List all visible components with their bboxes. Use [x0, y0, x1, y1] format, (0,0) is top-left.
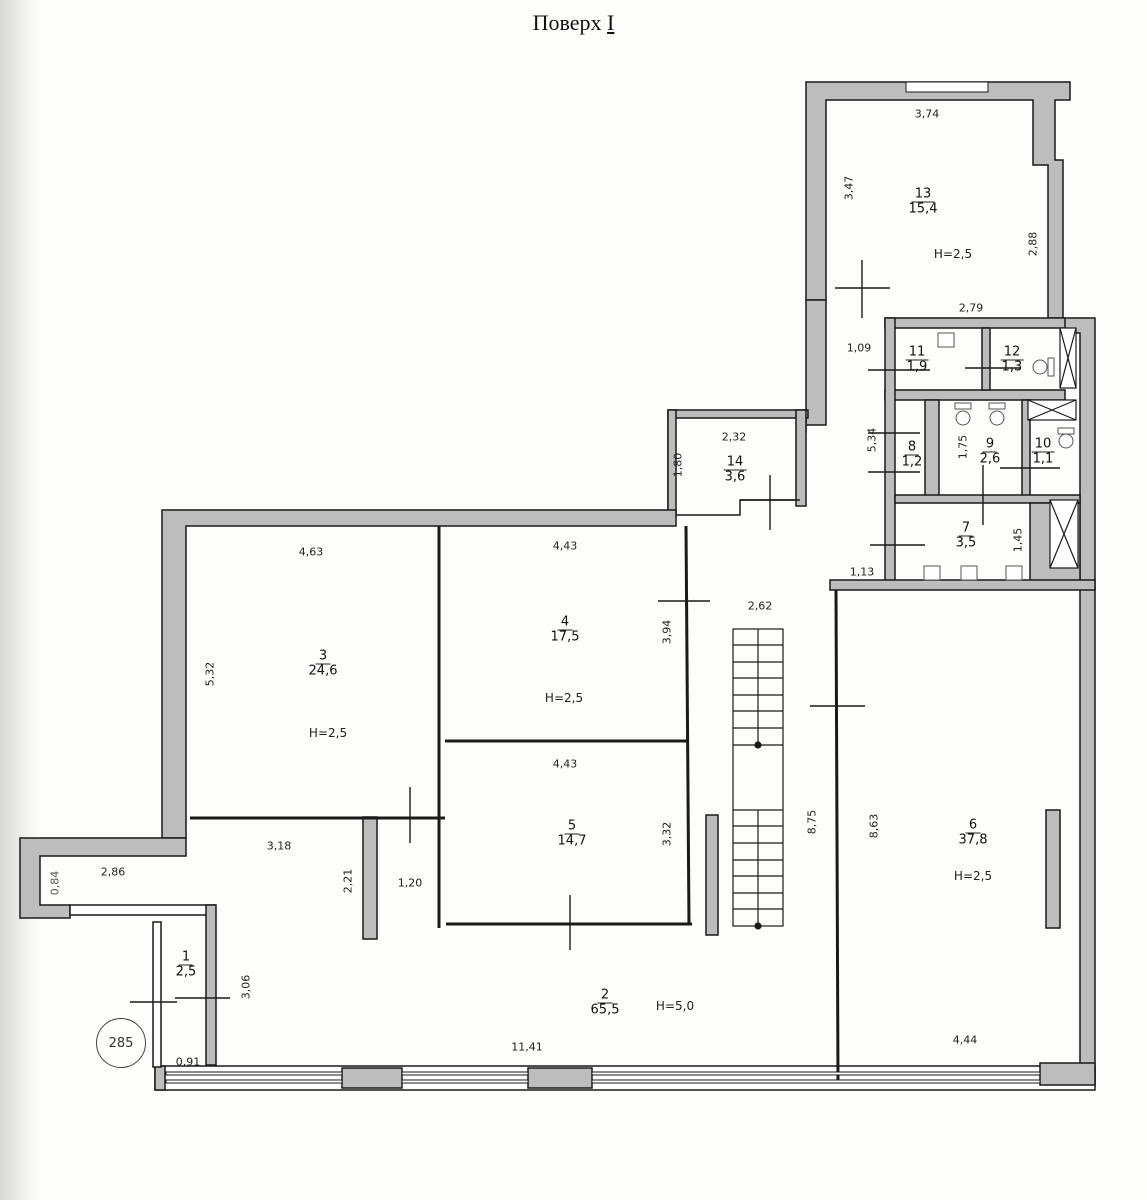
room-12-label: 12 1,3 — [1000, 344, 1024, 375]
dim-r3-left: 5,32 — [203, 661, 217, 687]
room-14-label: 14 3,6 — [723, 454, 747, 485]
room-2-height: H=5,0 — [655, 999, 695, 1013]
title-floor-number: I — [607, 10, 615, 35]
window — [165, 1071, 343, 1076]
dim-r2-niche-width: 1,20 — [397, 876, 423, 890]
sink-icon — [923, 332, 1023, 581]
wall-bottom-exterior — [154, 1065, 1096, 1091]
dim-r13-right: 2,88 — [1026, 231, 1040, 257]
room-3-label: 3 24,6 — [308, 648, 338, 679]
dim-r13-left: 3,47 — [842, 175, 856, 201]
room-13-height: H=2,5 — [933, 247, 973, 261]
dim-r2-bottom: 11,41 — [511, 1040, 543, 1054]
room-9-label: 9 2,6 — [979, 436, 1001, 467]
dim-entry-top: 2,86 — [100, 865, 126, 879]
wall-entry — [19, 837, 187, 919]
dim-r9-side: 1,75 — [956, 434, 970, 460]
room-4-height: H=2,5 — [544, 691, 584, 705]
toilet-icon — [954, 357, 1075, 449]
dim-corridor-upper: 1,09 — [846, 341, 872, 355]
dim-r2-top: 3,18 — [266, 839, 292, 853]
dim-r1-right: 3,06 — [239, 974, 253, 1000]
room-2-label: 2 65,5 — [590, 987, 620, 1018]
dim-r2-niche-height: 2,21 — [341, 868, 355, 894]
room-10-label: 10 1,1 — [1031, 436, 1055, 467]
column — [1045, 809, 1061, 929]
room-13-label: 13 15,4 — [908, 186, 938, 217]
dim-r14-top: 2,32 — [721, 430, 747, 444]
dim-r6-bottom: 4,44 — [952, 1033, 978, 1047]
dim-r13-bottom: 2,79 — [958, 301, 984, 315]
dim-entry-left: 0,84 — [48, 870, 62, 896]
title-prefix: Поверх — [532, 10, 602, 35]
dim-r4-right: 3,94 — [660, 619, 674, 645]
room-5-label: 5 14,7 — [557, 818, 587, 849]
dim-r3-top: 4,63 — [298, 545, 324, 559]
room-4-label: 4 17,5 — [550, 614, 580, 645]
dim-r14-left: 1,80 — [671, 452, 685, 478]
room-6-height: H=2,5 — [953, 869, 993, 883]
wall-corridor-left — [805, 299, 827, 426]
page-binding-shadow — [0, 0, 40, 1200]
ventilation-shaft — [1027, 327, 1079, 569]
staircase — [732, 628, 784, 930]
room-11-label: 11 1,9 — [905, 344, 929, 375]
room-3-height: H=2,5 — [308, 726, 348, 740]
wall-top-main — [161, 509, 677, 839]
column — [362, 816, 378, 940]
dim-r5-top: 4,43 — [552, 757, 578, 771]
dim-r6-left: 8,63 — [867, 813, 881, 839]
dim-corridor-lower: 1,13 — [849, 565, 875, 579]
column — [705, 814, 719, 936]
dim-r7-side: 1,45 — [1011, 527, 1025, 553]
room-8-label: 8 1,2 — [901, 439, 923, 470]
dim-r13-top: 3,74 — [914, 107, 940, 121]
plan-number-badge: 285 — [96, 1018, 146, 1068]
dim-corridor-side: 5,34 — [865, 427, 879, 453]
dim-hall-height: 8,75 — [805, 809, 819, 835]
dim-r4-top: 4,43 — [552, 539, 578, 553]
room-7-label: 7 3,5 — [955, 520, 977, 551]
dim-r1-bottom: 0,91 — [175, 1055, 201, 1069]
page-title: Поверх I — [0, 10, 1147, 36]
room-6-label: 6 37,8 — [958, 817, 988, 848]
room-1-label: 1 2,5 — [175, 949, 197, 980]
dim-stair-width: 2,62 — [747, 599, 773, 613]
dim-r5-right: 3,32 — [660, 821, 674, 847]
